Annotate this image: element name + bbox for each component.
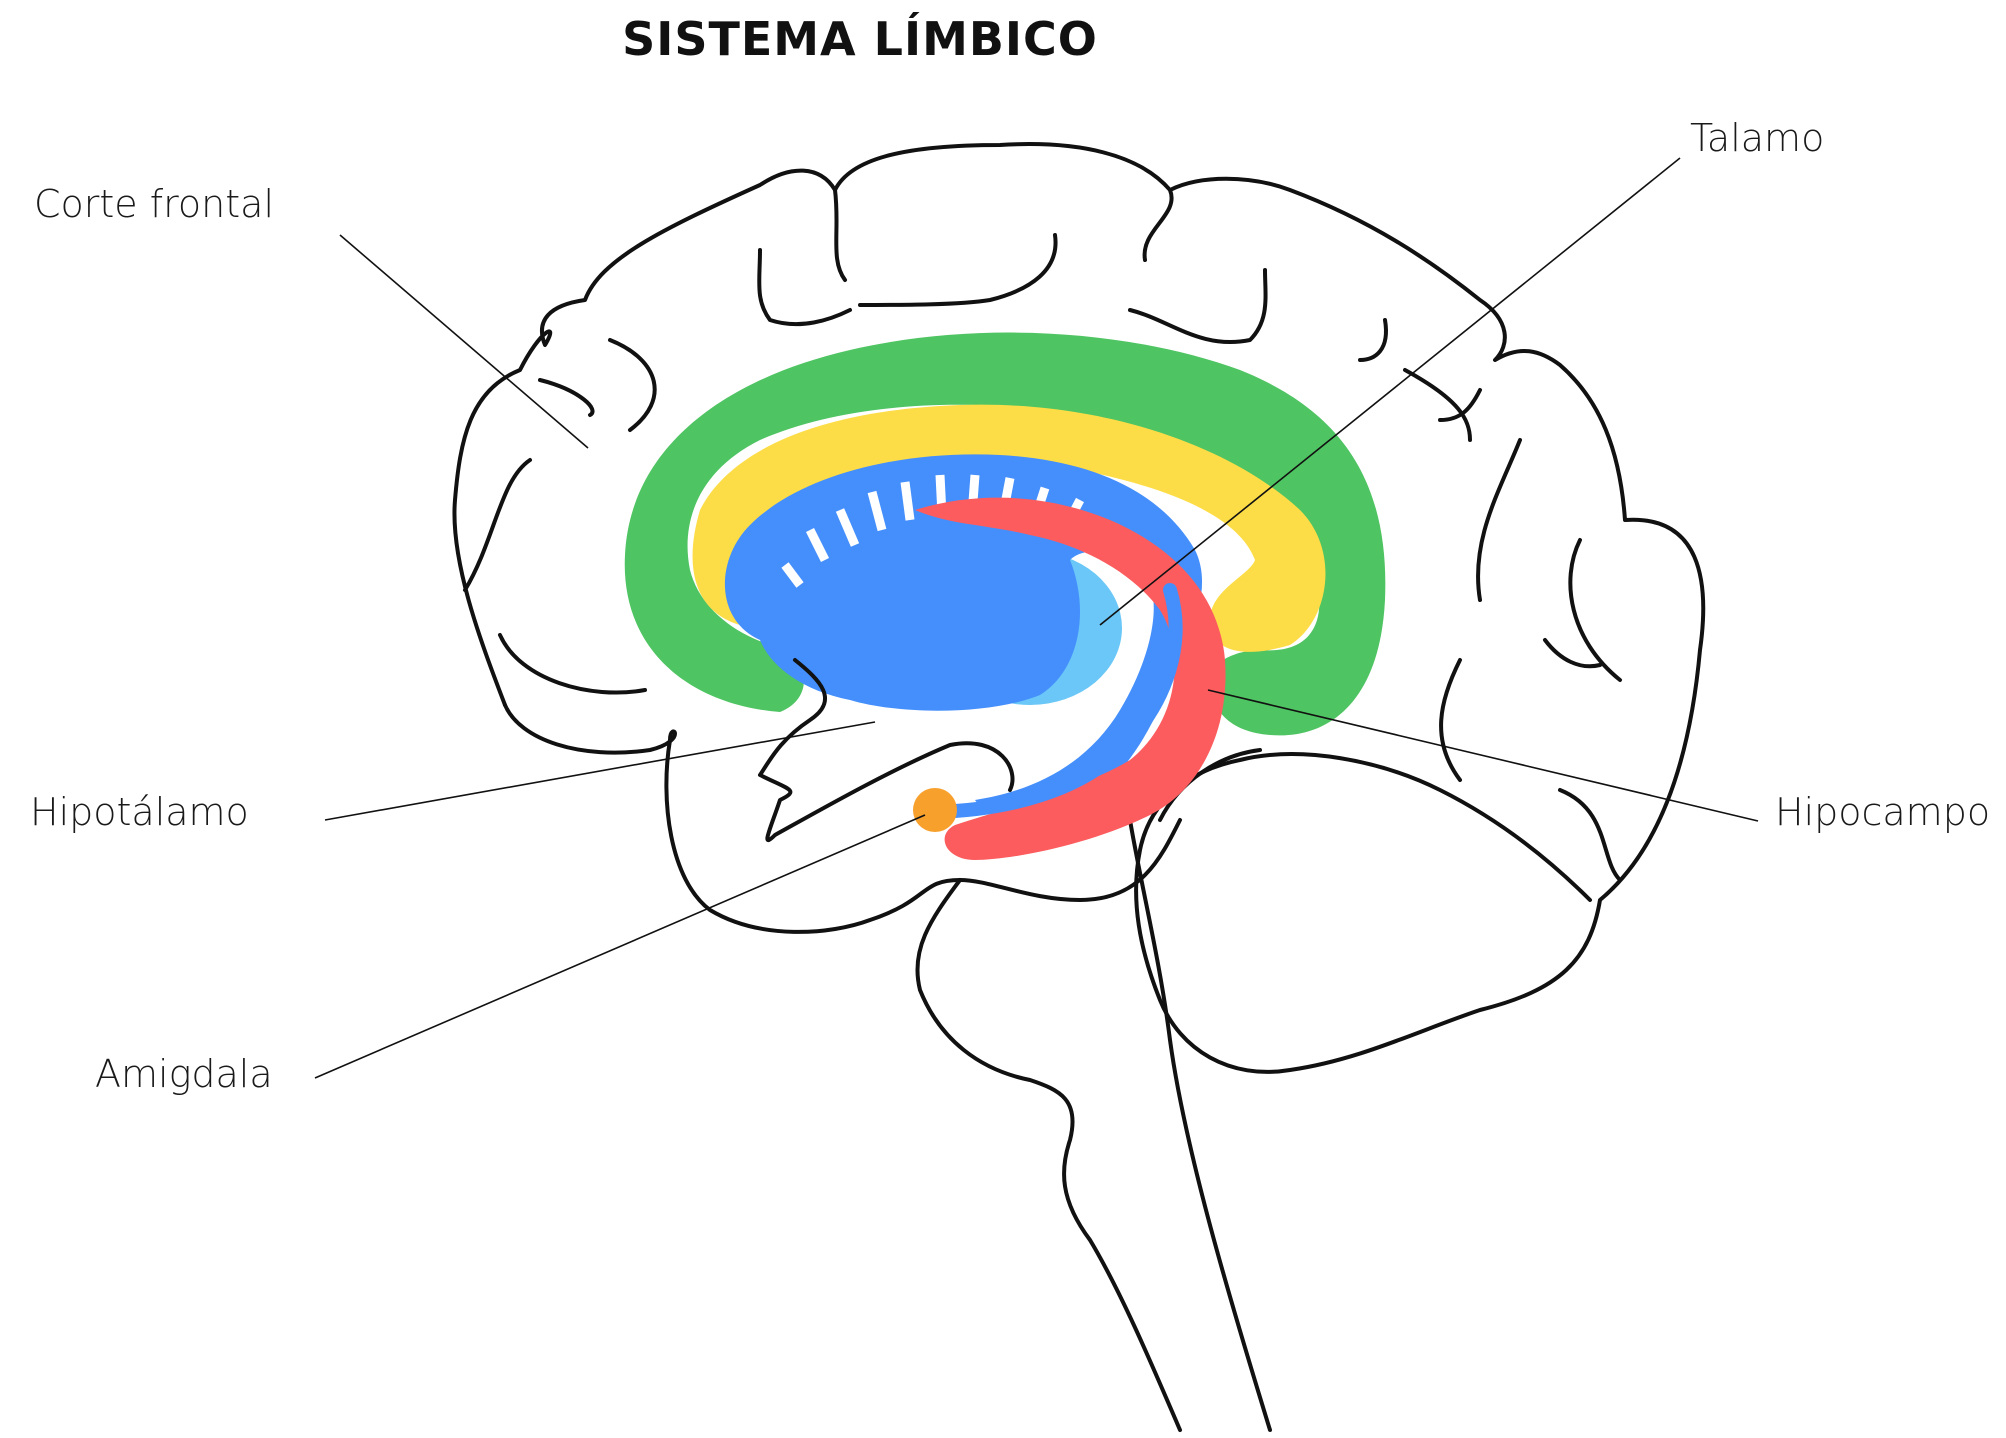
fornix-tail [928, 583, 1183, 819]
sulcus-15 [1439, 658, 1462, 782]
label-talamo: Talamo [1690, 116, 1825, 160]
sulcus-12 [1438, 388, 1482, 422]
sulcus-14 [1568, 538, 1622, 682]
hypothalamus-outline [758, 658, 1015, 843]
cerebrum-outline [452, 142, 1706, 1074]
amygdala [913, 788, 957, 832]
frontal-lobe-outline [503, 703, 1182, 934]
hippocampus [915, 497, 1226, 860]
sulcus-6 [833, 188, 847, 282]
cerebellum-outline [1158, 748, 1262, 822]
leader-talamo [1099, 157, 1681, 626]
label-corte-frontal: Corte frontal [34, 182, 275, 226]
sulcus-9 [1128, 268, 1268, 344]
leader-corte-frontal [339, 234, 589, 449]
sulcus-7 [858, 233, 1058, 307]
cingulate-gyrus [624, 332, 1386, 736]
leader-hipotalamo [324, 721, 876, 821]
sulcus-13 [1476, 438, 1522, 602]
sulcus-3 [463, 458, 532, 592]
diagram-title: SISTEMA LÍMBICO [622, 12, 1098, 66]
sulcus-1 [608, 338, 657, 432]
sulcus-4 [498, 633, 647, 695]
brainstem-back-outline [1128, 818, 1272, 1432]
sulcus-2 [538, 378, 595, 417]
sulcus-10 [1358, 318, 1388, 362]
sulcus-16 [1558, 788, 1622, 882]
leader-amigdala [314, 814, 926, 1079]
fornix [692, 404, 1326, 652]
sulcus-17 [1543, 638, 1602, 669]
sulcus-11 [1403, 368, 1472, 442]
sulcus-5 [757, 248, 852, 327]
leader-hipocampo [1207, 689, 1759, 822]
label-hipotalamo: Hipotálamo [30, 790, 249, 834]
brainstem-outline [915, 878, 1182, 1432]
sulcus-8 [1142, 188, 1174, 262]
label-amigdala: Amigdala [95, 1052, 273, 1096]
label-hipocampo: Hipocampo [1775, 790, 1991, 834]
